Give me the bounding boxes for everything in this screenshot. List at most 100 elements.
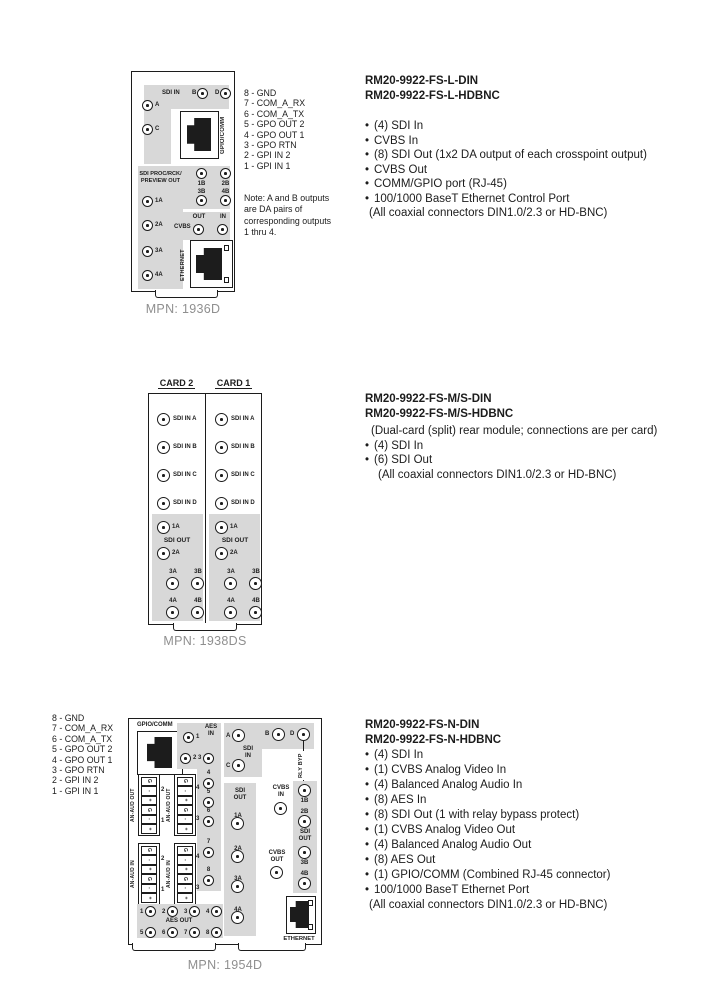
port-3b-label: 3B	[197, 189, 206, 195]
aes-in-5-label: 5	[206, 789, 211, 795]
sdi-in-c-label: SDI IN C	[231, 472, 255, 478]
spec-bullet: (8) AES Out	[365, 853, 710, 868]
port-4b-label: 4B	[221, 189, 230, 195]
model-title: RM20-9922-FS-N-DIN	[365, 719, 480, 731]
bnc-connector-3a	[166, 577, 179, 590]
bnc-connector-1a	[231, 817, 244, 830]
an-aud-out-label: AN-AUD OUT	[166, 788, 172, 822]
bnc-connector-3b	[249, 577, 262, 590]
port-3a-label: 3A	[155, 248, 163, 254]
aes-in-1-label: 1	[196, 734, 200, 740]
port-4a-label: 4A	[234, 907, 242, 913]
model-title: RM20-9922-FS-M/S-HDBNC	[365, 408, 514, 420]
port-b-label: B	[192, 90, 197, 96]
aes-out-5-label: 5	[140, 930, 144, 936]
port-d-label: D	[290, 731, 295, 737]
port-1b-label: 1B	[300, 798, 309, 804]
rj45-jack-icon	[187, 118, 211, 151]
spec-bullet: COMM/GPIO port (RJ-45)	[365, 177, 710, 192]
ethernet-label: ETHERNET	[180, 249, 186, 281]
bnc-connector-sdi-in-c	[157, 469, 170, 482]
spec-bullet: (4) SDI In	[365, 439, 710, 454]
bnc-connector-sdi-in-a	[215, 413, 228, 426]
bnc-connector-2a	[215, 547, 228, 560]
aes-in-strip	[197, 769, 221, 891]
bnc-connector-1b	[298, 784, 311, 797]
cvbs-in-connector	[217, 224, 228, 235]
spec-footnote: (All coaxial connectors DIN1.0/2.3 or HD…	[378, 468, 617, 481]
sdi-out-right-region	[293, 781, 317, 893]
sdi-in-label: SDI IN	[162, 90, 180, 96]
sdi-in-d-label: SDI IN D	[173, 500, 197, 506]
port-3a-label: 3A	[169, 569, 177, 575]
port-3b-label: 3B	[194, 569, 202, 575]
block-num: 1	[161, 818, 165, 824]
bnc-connector-sdi-in-b	[272, 728, 285, 741]
aes-in-6-label: 6	[206, 808, 211, 814]
rj45-clip	[224, 277, 229, 283]
card1-column: SDI IN A SDI IN B SDI IN C SDI IN D 1A S…	[207, 394, 263, 624]
mpn-label-1936d: MPN: 1936D	[145, 302, 221, 316]
aes-in-connector-3	[203, 753, 214, 764]
aes-in-8-label: 8	[206, 867, 211, 873]
aes-out-connector-5	[145, 927, 156, 938]
port-4b-label: 4B	[194, 598, 202, 604]
bnc-connector-sdi-in-b	[215, 441, 228, 454]
bnc-connector-3b	[196, 195, 207, 206]
bnc-connector-3b	[298, 846, 311, 859]
sdi-in-a-label: SDI IN A	[173, 416, 197, 422]
mpn-label-1954d: MPN: 1954D	[187, 958, 263, 972]
sdi-in-c-label: SDI IN C	[173, 472, 197, 478]
aes-in-connector-1	[183, 732, 194, 743]
rear-module-1936d-diagram: SDI IN B D A C GPIO/COMM SDI PROC/RCK/ P…	[131, 71, 235, 292]
port-1a-label: 1A	[230, 524, 238, 530]
bnc-connector-3a	[231, 880, 244, 893]
aes-out-1-label: 1	[140, 909, 144, 915]
spec-bullet: CVBS Out	[365, 163, 710, 178]
sdi-proc-label-1: SDI PROC/RCK/	[139, 171, 182, 177]
model-spec-block-N: RM20-9922-FS-N-DIN RM20-9922-FS-N-HDBNC …	[365, 718, 710, 913]
cvbs-out-connector	[193, 224, 204, 235]
rly-byp-line	[303, 741, 305, 751]
aes-out-8-label: 8	[206, 930, 210, 936]
spec-bullet: (4) SDI In	[365, 119, 710, 134]
spec-bullet: (4) SDI In	[365, 748, 710, 763]
port-1a-label: 1A	[155, 198, 163, 204]
model-title: RM20-9922-FS-L-HDBNC	[365, 90, 500, 102]
spec-bullet: (1) CVBS Analog Video In	[365, 763, 710, 778]
aes-out-connector-8	[211, 927, 222, 938]
port-c-label: C	[226, 763, 231, 769]
port-3b-label: 3B	[300, 860, 309, 866]
bnc-connector-1a	[142, 196, 153, 207]
gpio-comm-jack-housing	[137, 731, 183, 775]
an-aud-in-label: AN-AUD IN	[130, 860, 136, 888]
port-1a-label: 1A	[172, 524, 180, 530]
an-aud-out-block-1-2: G- +G -+	[138, 774, 160, 836]
bnc-connector-4b	[249, 606, 262, 619]
cvbs-label: CVBS	[174, 224, 191, 230]
port-3b-label: 3B	[252, 569, 260, 575]
an-aud-in-block-3-4: G- +G -+	[174, 843, 196, 905]
aes-in-connector-6	[203, 816, 214, 827]
aes-out-connector-7	[189, 927, 200, 938]
spec-subnote: (Dual-card (split) rear module; connecti…	[371, 425, 658, 437]
port-a-label: A	[155, 102, 160, 108]
gpio-comm-label: GPIO/COMM	[137, 722, 173, 728]
block-num: 1	[161, 887, 165, 893]
port-2b-label: 2B	[300, 809, 309, 815]
aes-out-3-label: 3	[184, 909, 188, 915]
spec-bullet: 100/1000 BaseT Ethernet Control Port	[365, 192, 710, 207]
bnc-connector-1a	[157, 521, 170, 534]
mpn-label-1938ds: MPN: 1938DS	[163, 634, 247, 648]
model-title: RM20-9922-FS-L-DIN	[365, 75, 479, 87]
bnc-connector-sdi-in-d	[157, 497, 170, 510]
bnc-connector-sdi-in-a	[232, 729, 245, 742]
bnc-connector-2a	[142, 220, 153, 231]
